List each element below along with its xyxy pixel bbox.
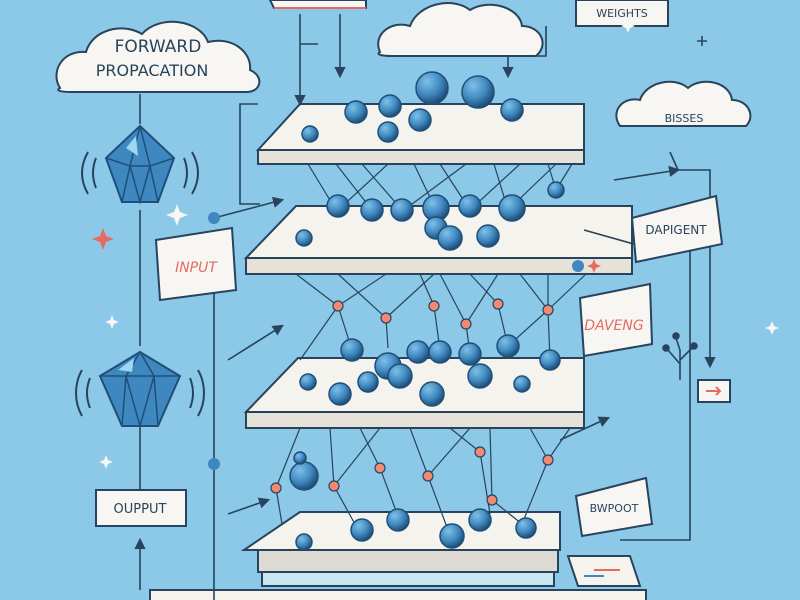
connector-nodes: [270, 298, 554, 506]
bwpoot-label-box: BWPOOT: [574, 476, 654, 538]
bottom-strip: [149, 589, 647, 600]
flow-arrows: [134, 14, 716, 600]
bwpoot-label: BWPOOT: [590, 502, 639, 515]
dapigent-label: DAPIGENT: [645, 223, 707, 237]
bisses-label: BISSES: [665, 112, 704, 125]
weights-label: WEIGHTS: [596, 7, 648, 20]
small-arrow-box: [697, 379, 731, 403]
layer-platform-3: [243, 357, 585, 429]
neurons-layer-2: [295, 194, 526, 251]
cloud-forward-propagation: FORWARD PROPACATION: [55, 20, 261, 93]
cloud-top: [377, 2, 544, 57]
neurons-layer-1: [301, 71, 565, 199]
neurons-layer-4: [289, 451, 537, 551]
daveng-label: DAVENG: [584, 318, 644, 334]
sparkle-pink: [92, 228, 601, 273]
sparkle-icon: [99, 19, 779, 469]
decorative-dots: [208, 212, 584, 470]
input-top-label-box: [268, 0, 367, 9]
oupput-label: OUPPUT: [114, 502, 167, 517]
dapigent-label-box: DAPIGENT: [630, 194, 724, 264]
layer-connections: [275, 163, 587, 531]
plus-icon: [697, 36, 707, 46]
neurons-layer-3: [299, 334, 561, 407]
crystal-gem-icon-bottom: [75, 350, 205, 429]
oupput-label-box: OUPPUT: [95, 489, 187, 527]
input-label-box: INPUT: [154, 226, 238, 302]
sprout-icon: [662, 332, 698, 380]
crystal-gem-icon: [81, 124, 199, 205]
forward-propagation-label-line2: PROPACATION: [96, 61, 209, 80]
weights-label-box: WEIGHTS: [575, 0, 669, 27]
input-label: INPUT: [175, 260, 218, 276]
forward-propagation-label-line1: FORWARD: [115, 37, 202, 57]
daveng-label-box: DAVENG: [578, 282, 654, 358]
cloud-bisses: BISSES: [615, 80, 752, 127]
